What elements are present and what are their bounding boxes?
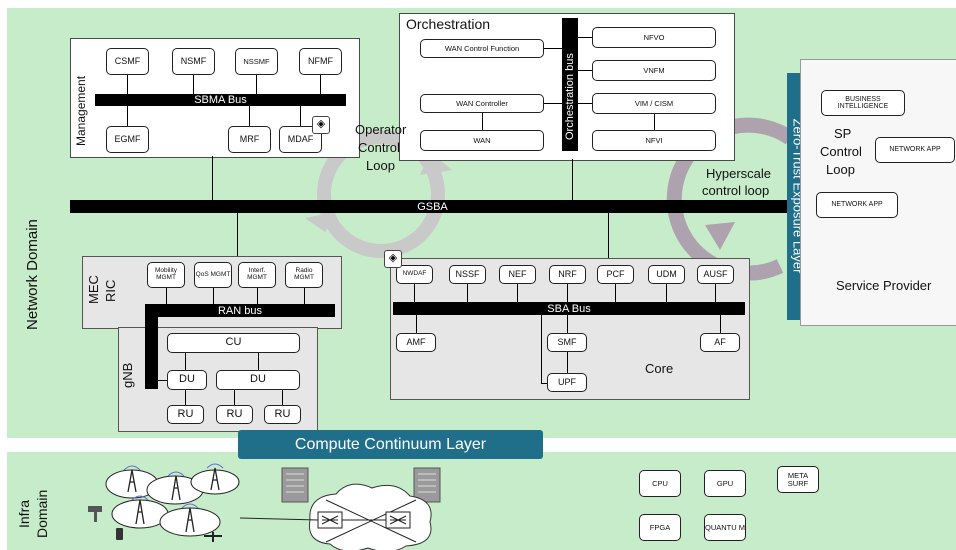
infra-gpu[interactable]: GPU xyxy=(704,470,746,497)
gnb-title: gNB xyxy=(120,362,135,388)
gnb-du-2[interactable]: DU xyxy=(216,370,300,390)
ai-head-icon: ◈ xyxy=(312,116,330,134)
core-upf[interactable]: UPF xyxy=(547,373,587,392)
mgmt-csmf[interactable]: CSMF xyxy=(106,48,149,75)
sp-business-intelligence[interactable]: BUSINESS INTELLIGENCE xyxy=(821,90,905,116)
sba-bus: SBA Bus xyxy=(393,302,745,315)
core-pcf[interactable]: PCF xyxy=(597,265,634,284)
gnb-ru-2[interactable]: RU xyxy=(216,405,253,424)
core-smf[interactable]: SMF xyxy=(547,333,587,352)
hyperscale-loop-line1: Hyperscale xyxy=(706,166,772,181)
mgmt-nssmf[interactable]: NSSMF xyxy=(235,48,278,75)
orch-wan[interactable]: WAN xyxy=(420,130,544,151)
orch-wan-control-function[interactable]: WAN Control Function xyxy=(420,39,544,58)
operator-loop-line2: Control xyxy=(358,140,400,155)
core-af[interactable]: AF xyxy=(700,333,740,352)
service-provider-title: Service Provider xyxy=(836,278,932,293)
orch-nfvo[interactable]: NFVO xyxy=(592,27,716,48)
core-nef[interactable]: NEF xyxy=(499,265,536,284)
management-title: Management xyxy=(74,75,88,146)
hyperscale-loop-line2: control loop xyxy=(702,183,770,198)
sp-network-app-2[interactable]: NETWORK APP xyxy=(816,192,898,218)
radio-towers-illustration xyxy=(88,463,240,542)
mgmt-egmf[interactable]: EGMF xyxy=(106,126,149,153)
gnb-ru-1[interactable]: RU xyxy=(167,405,204,424)
gnb-ru-3[interactable]: RU xyxy=(264,405,301,424)
core-nssf[interactable]: NSSF xyxy=(449,265,486,284)
mgmt-nsmf[interactable]: NSMF xyxy=(172,48,215,75)
mgmt-nfmf[interactable]: NFMF xyxy=(299,48,342,75)
compute-continuum-layer: Compute Continuum Layer xyxy=(238,430,543,459)
orch-vnfm[interactable]: VNFM xyxy=(592,60,716,81)
mgmt-mrf[interactable]: MRF xyxy=(228,126,271,153)
orchestration-title: Orchestration xyxy=(406,16,491,32)
infra-quantum[interactable]: QUANTU M xyxy=(704,514,746,541)
sp-loop-line3: Loop xyxy=(826,162,855,177)
core-title: Core xyxy=(645,361,674,376)
gnb-cu[interactable]: CU xyxy=(167,333,300,353)
sp-loop-line2: Control xyxy=(820,144,862,159)
orch-nfvi[interactable]: NFVI xyxy=(592,130,716,151)
mec-radio-mgmt[interactable]: Radio MGMT xyxy=(285,262,323,288)
mec-title: MEC xyxy=(86,275,101,304)
orchestration-bus xyxy=(562,18,578,151)
sp-network-app-1[interactable]: NETWORK APP xyxy=(875,137,955,163)
sbma-bus: SBMA Bus xyxy=(95,94,346,106)
gsba-bus: GSBA xyxy=(70,200,795,213)
orch-wan-controller[interactable]: WAN Controller xyxy=(420,94,544,113)
core-nwdaf[interactable]: NWDAF xyxy=(396,265,433,284)
mec-interf-mgmt[interactable]: Interf. MGMT xyxy=(238,262,276,288)
orchestration-bus-label: Orchestration bus xyxy=(564,53,576,140)
infra-cpu[interactable]: CPU xyxy=(639,470,681,497)
ran-bus: RAN bus xyxy=(145,304,335,317)
mec-qos-mgmt[interactable]: QoS MGMT xyxy=(194,262,232,288)
cloud-network-illustration xyxy=(240,467,441,550)
operator-loop-line3: Loop xyxy=(366,158,395,173)
operator-loop-line1: Operator xyxy=(355,122,407,137)
nwdaf-ai-icon: ◈ xyxy=(384,250,402,268)
infra-fpga[interactable]: FPGA xyxy=(639,514,681,541)
mec-mobility-mgmt[interactable]: Mobility MGMT xyxy=(147,262,185,288)
core-amf[interactable]: AMF xyxy=(396,333,436,352)
orch-vim-cism[interactable]: VIM / CISM xyxy=(592,93,716,114)
core-ausf[interactable]: AUSF xyxy=(697,265,734,284)
infra-meta-surf[interactable]: META SURF xyxy=(777,466,819,493)
sp-loop-line1: SP xyxy=(834,126,852,141)
core-udm[interactable]: UDM xyxy=(648,265,685,284)
gnb-du-1[interactable]: DU xyxy=(167,370,207,390)
gnb-vertical-bus xyxy=(145,317,158,389)
core-nrf[interactable]: NRF xyxy=(549,265,586,284)
ric-title: RIC xyxy=(103,279,118,302)
